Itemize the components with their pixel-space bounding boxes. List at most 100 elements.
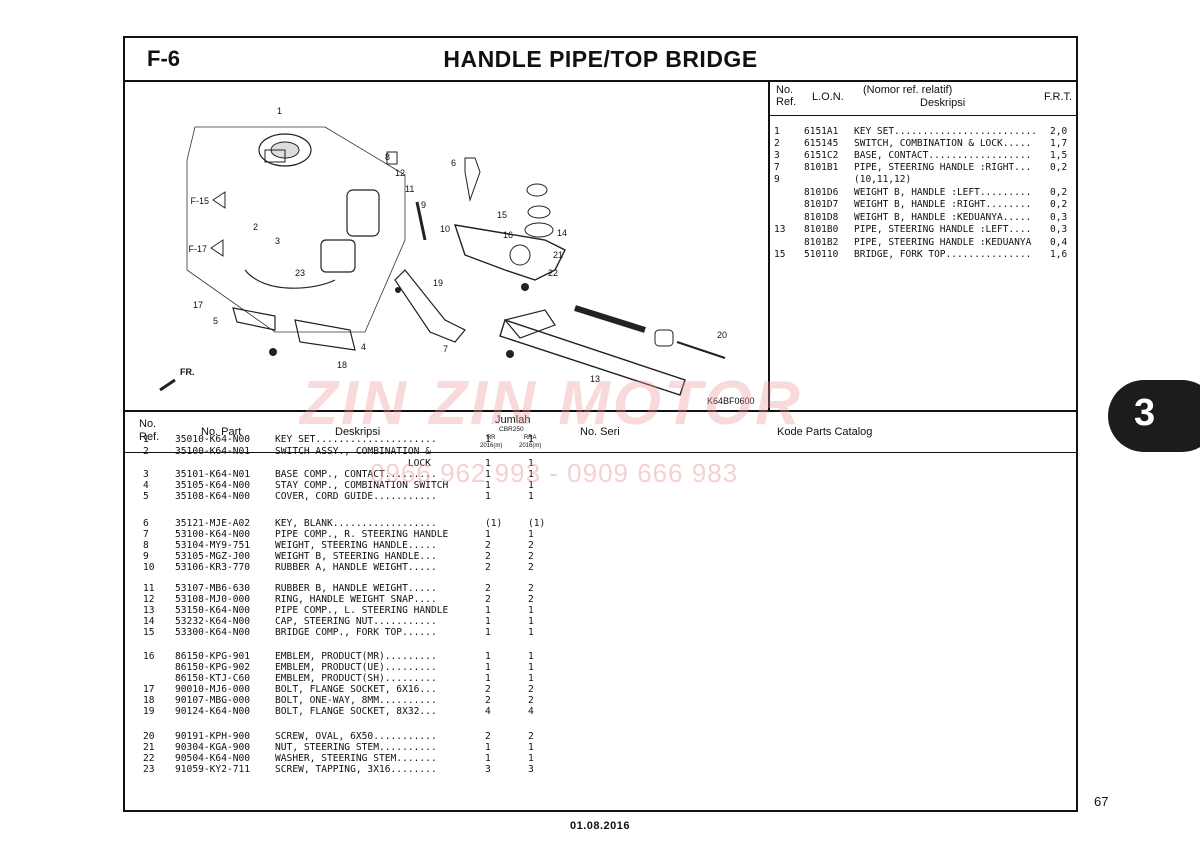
parts-row-part: 53108-MJ0-000 [175, 594, 251, 605]
parts-row-desc: WEIGHT B, STEERING HANDLE... [275, 551, 437, 562]
page-header: F-6 HANDLE PIPE/TOP BRIDGE [125, 38, 1076, 82]
svg-text:10: 10 [440, 224, 450, 234]
lon-row-desc: SWITCH, COMBINATION & LOCK..... [854, 138, 1032, 149]
parts-row-desc: EMBLEM, PRODUCT(MR)......... [275, 651, 437, 662]
parts-row-qty-rr: 2 [485, 695, 491, 706]
parts-col-desk: Deskripsi [335, 426, 381, 438]
parts-row-qty-rra: 1 [528, 662, 534, 673]
lon-row-code: 615145 [804, 138, 839, 149]
svg-text:19: 19 [433, 278, 443, 288]
parts-row-no: 13 [143, 605, 155, 616]
svg-text:7: 7 [443, 344, 448, 354]
parts-row-qty-rra: 1 [528, 753, 534, 764]
page-title: HANDLE PIPE/TOP BRIDGE [443, 46, 758, 72]
parts-row-no: 16 [143, 651, 155, 662]
parts-row-part: 90107-MBG-000 [175, 695, 251, 706]
parts-row-no: 14 [143, 616, 155, 627]
parts-row-no: 10 [143, 562, 155, 573]
lon-row-code: 8101B1 [804, 162, 839, 173]
lon-row-desc: PIPE, STEERING HANDLE :LEFT.... [854, 224, 1032, 235]
parts-row-desc: BOLT, ONE-WAY, 8MM.......... [275, 695, 437, 706]
parts-col-kode: Kode Parts Catalog [777, 426, 873, 438]
parts-row-qty-rra: 2 [528, 731, 534, 742]
lon-row-desc: PIPE, STEERING HANDLE :KEDUANYA [854, 237, 1032, 248]
parts-row-desc: BASE COMP., CONTACT......... [275, 469, 437, 480]
diagram-code: K64BF0600 [707, 396, 755, 406]
page-number: 67 [1094, 794, 1109, 809]
parts-row-qty-rr: 2 [485, 731, 491, 742]
ref-f15-label: F-15 [190, 196, 209, 206]
parts-row-qty-rra: 1 [528, 480, 534, 491]
parts-row-qty-rra: 1 [528, 529, 534, 540]
parts-row-part: 53106-KR3-770 [175, 562, 251, 573]
parts-row-no: 20 [143, 731, 155, 742]
parts-row-no: 11 [143, 583, 155, 594]
parts-row-part: 91059-KY2-711 [175, 764, 251, 775]
section-code: F-6 [147, 46, 180, 71]
lon-col-desk: Deskripsi [920, 97, 966, 109]
parts-row-qty-rr: 1 [485, 480, 491, 491]
parts-row-desc: SCREW, OVAL, 6X50........... [275, 731, 437, 742]
parts-row-qty-rra: 1 [528, 673, 534, 684]
parts-row-desc: BOLT, FLANGE SOCKET, 6X16... [275, 684, 437, 695]
lon-row-frt: 0,3 [1050, 224, 1068, 235]
ref-f17-label: F-17 [188, 244, 207, 254]
lon-row-no: 7 [774, 162, 780, 173]
parts-row-part: 35010-K64-N00 [175, 434, 251, 445]
lon-row-desc: WEIGHT B, HANDLE :KEDUANYA..... [854, 212, 1032, 223]
svg-text:17: 17 [193, 300, 203, 310]
svg-text:11: 11 [405, 184, 414, 194]
print-date: 01.08.2016 [569, 820, 631, 832]
chapter-tab: 3 [1108, 380, 1200, 452]
parts-row-part: 90124-K64-N00 [175, 706, 251, 717]
parts-col-no: No. Ref. [139, 418, 160, 443]
parts-row-part: 53300-K64-N00 [175, 627, 251, 638]
parts-row-part: 90191-KPH-900 [175, 731, 251, 742]
parts-row-no: 21 [143, 742, 155, 753]
parts-row-part: 35101-K64-N01 [175, 469, 251, 480]
parts-row-qty-rra: 1 [528, 491, 534, 502]
parts-row-part: 35100-K64-N01 [175, 446, 251, 457]
parts-row-part: 35108-K64-N00 [175, 491, 251, 502]
svg-text:18: 18 [337, 360, 347, 370]
parts-row-desc: BRIDGE COMP., FORK TOP...... [275, 627, 437, 638]
lon-row-frt: 2,0 [1050, 126, 1068, 137]
svg-text:22: 22 [548, 268, 558, 278]
parts-row-part: 53100-K64-N00 [175, 529, 251, 540]
parts-row-qty-rra: 4 [528, 706, 534, 717]
chapter-tab-number: 3 [1134, 392, 1156, 434]
parts-row-qty-rr: 1 [485, 434, 491, 445]
svg-text:12: 12 [395, 168, 405, 178]
exploded-diagram: F-15 F-17 FR. 1 2 3 4 5 6 7 8 9 10 11 12… [125, 80, 770, 410]
parts-row-no: 3 [143, 469, 149, 480]
parts-row-qty-rr: 1 [485, 605, 491, 616]
svg-text:21: 21 [553, 250, 563, 260]
parts-row-qty-rr: 1 [485, 529, 491, 540]
parts-row-qty-rra: 2 [528, 551, 534, 562]
svg-text:3: 3 [275, 236, 280, 246]
parts-row-desc: SWITCH ASSY., COMBINATION & [275, 446, 431, 457]
lon-row-desc: WEIGHT B, HANDLE :RIGHT........ [854, 199, 1032, 210]
parts-row-no: 9 [143, 551, 149, 562]
svg-text:16: 16 [503, 230, 513, 240]
lon-row-code: 8101B2 [804, 237, 839, 248]
parts-row-part: 53107-MB6-630 [175, 583, 251, 594]
parts-row-qty-rr: 2 [485, 583, 491, 594]
parts-row-desc: KEY SET..................... [275, 434, 437, 445]
parts-row-part: 53105-MGZ-J00 [175, 551, 251, 562]
parts-row-qty-rra: 2 [528, 695, 534, 706]
parts-row-no: 15 [143, 627, 155, 638]
parts-col-rr: RR 2016(m) [480, 435, 503, 449]
parts-row-part: 53232-K64-N00 [175, 616, 251, 627]
parts-row-qty-rr: (1) [485, 518, 503, 529]
lon-row-frt: 0,3 [1050, 212, 1068, 223]
lon-row-code: 6151C2 [804, 150, 839, 161]
parts-row-no: 6 [143, 518, 149, 529]
parts-row-desc: EMBLEM, PRODUCT(UE)......... [275, 662, 437, 673]
parts-row-qty-rr: 2 [485, 540, 491, 551]
svg-text:20: 20 [717, 330, 727, 340]
parts-row-part: 90504-K64-N00 [175, 753, 251, 764]
parts-row-desc: LOCK [275, 458, 431, 469]
parts-row-part: 53104-MY9-751 [175, 540, 251, 551]
parts-row-no: 18 [143, 695, 155, 706]
